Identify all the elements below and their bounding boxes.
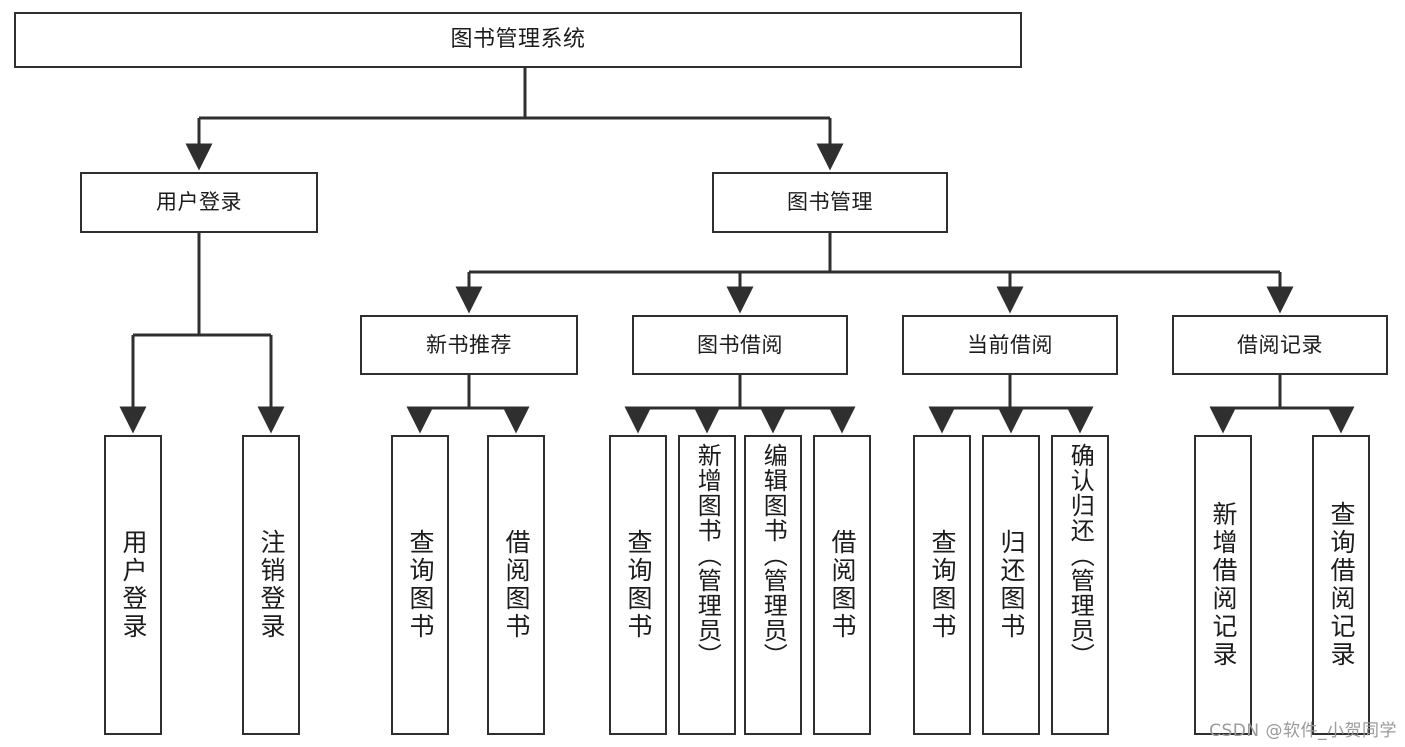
node-leaf-user-login[interactable]: 用户登录	[104, 435, 162, 735]
node-current-borrow[interactable]: 当前借阅	[902, 315, 1118, 375]
node-leaf-borrow-book-1-label: 借阅图书	[502, 529, 531, 641]
node-leaf-query-book-1-label: 查询图书	[406, 529, 435, 641]
node-leaf-borrow-book-2[interactable]: 借阅图书	[813, 435, 871, 735]
node-leaf-query-book-1[interactable]: 查询图书	[391, 435, 449, 735]
node-borrow-record[interactable]: 借阅记录	[1172, 315, 1388, 375]
node-leaf-logout[interactable]: 注销登录	[242, 435, 300, 735]
node-book-borrow-label: 图书借阅	[697, 332, 783, 357]
node-leaf-confirm-return[interactable]: 确认归还（管理员）	[1051, 435, 1109, 735]
node-leaf-return-book-label: 归还图书	[997, 529, 1026, 641]
node-leaf-add-book[interactable]: 新增图书（管理员）	[678, 435, 736, 735]
watermark: CSDN @软件_小贺同学	[1209, 721, 1397, 741]
node-root[interactable]: 图书管理系统	[14, 12, 1022, 68]
node-leaf-query-book-2-label: 查询图书	[624, 529, 653, 641]
node-leaf-borrow-book-1[interactable]: 借阅图书	[487, 435, 545, 735]
node-user-login[interactable]: 用户登录	[80, 172, 318, 233]
node-leaf-logout-label: 注销登录	[257, 529, 286, 641]
node-leaf-query-book-3-label: 查询图书	[928, 529, 957, 641]
node-new-book-recommend-label: 新书推荐	[426, 332, 512, 357]
node-leaf-user-login-label: 用户登录	[119, 529, 148, 641]
node-leaf-add-record-label: 新增借阅记录	[1209, 501, 1238, 669]
node-leaf-return-book[interactable]: 归还图书	[982, 435, 1040, 735]
node-current-borrow-label: 当前借阅	[967, 332, 1053, 357]
node-user-login-label: 用户登录	[156, 190, 242, 214]
node-leaf-query-record[interactable]: 查询借阅记录	[1312, 435, 1370, 735]
node-leaf-borrow-book-2-label: 借阅图书	[828, 529, 857, 641]
node-borrow-record-label: 借阅记录	[1237, 332, 1323, 357]
node-leaf-edit-book[interactable]: 编辑图书（管理员）	[744, 435, 802, 735]
node-new-book-recommend[interactable]: 新书推荐	[360, 315, 578, 375]
node-leaf-query-book-2[interactable]: 查询图书	[609, 435, 667, 735]
node-root-label: 图书管理系统	[450, 27, 586, 52]
node-leaf-edit-book-label: 编辑图书（管理员）	[759, 443, 788, 668]
node-leaf-query-record-label: 查询借阅记录	[1327, 501, 1356, 669]
node-leaf-query-book-3[interactable]: 查询图书	[913, 435, 971, 735]
node-book-manage[interactable]: 图书管理	[712, 172, 948, 233]
node-leaf-add-record[interactable]: 新增借阅记录	[1194, 435, 1252, 735]
node-book-borrow[interactable]: 图书借阅	[632, 315, 848, 375]
node-leaf-add-book-label: 新增图书（管理员）	[693, 443, 722, 668]
node-book-manage-label: 图书管理	[787, 190, 873, 214]
node-leaf-confirm-return-label: 确认归还（管理员）	[1066, 443, 1095, 668]
